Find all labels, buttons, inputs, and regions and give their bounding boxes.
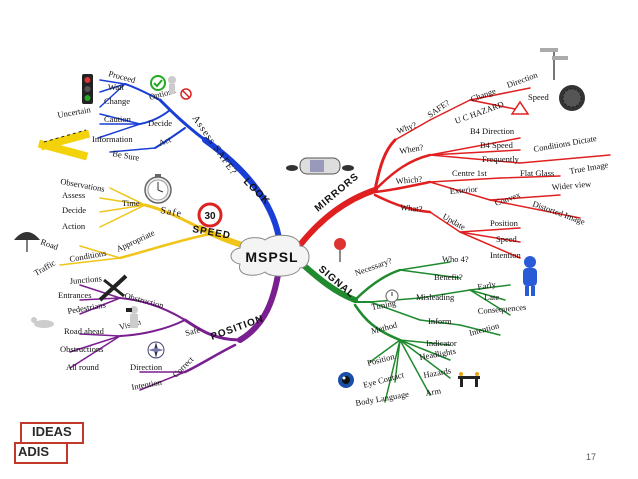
label-uncertain: Uncertain [57,104,92,120]
logo-bottom-text: ADIS [18,444,50,459]
signal-branch [297,259,511,403]
label-assess: Assess [62,190,85,200]
label-decide: Decide [62,205,86,215]
label-hazards: Hazards [423,365,452,380]
label-time: Time [122,198,140,208]
label-frequently: Frequently [482,154,520,164]
label-obstructions: Obstructions [60,344,103,354]
label-b4-direction: B4 Direction [470,126,515,136]
label-when: When? [399,142,425,156]
logo: IDEAS ADIS [14,418,100,468]
compass-icon [147,341,165,359]
eye-icon [338,372,354,388]
label-true-image: True Image [569,159,609,176]
thinking-figure-icon [523,256,537,296]
speed-dial-icon [559,85,585,111]
label-what: What? [400,202,423,214]
binoculars-figure-icon [126,306,138,328]
page-number: 17 [586,452,597,462]
label-centre-1st: Centre 1st [452,168,487,178]
label-action: Action [62,221,86,231]
label-direction-pos: Direction [130,362,163,372]
label-change: Change [104,96,130,106]
label-intention-m: Intention [490,250,521,260]
label-intention-s: Intention [468,320,501,338]
pedestrian-figure-icon [31,317,54,328]
hazard-triangle-icon [510,100,530,115]
label-junctions: Junctions [69,273,102,286]
label-body-language: Body Language [355,389,410,408]
label-act: Act [157,134,173,148]
label-indicator: Indicator [426,338,457,348]
label-be-sure: Be Sure [112,148,141,163]
label-position-m: Position [490,218,519,228]
label-arm: Arm [425,385,442,398]
label-exterior: Exterior [449,184,478,196]
assess-safe-label: Assess SAFE? [190,113,240,177]
label-wider-view: Wider view [551,179,592,192]
label-information: Information [92,134,133,144]
timing-clock-icon [385,289,399,303]
center-node: MSPSL [230,234,310,277]
label-misleading: Misleading [416,292,455,302]
stopwatch-icon [144,174,172,204]
label-eye-contact: Eye Contact [362,369,406,390]
label-position-s: Position [366,351,396,368]
umbrella-icon [14,232,40,252]
signpost-icon [540,48,568,80]
label-b4-speed: B4 Speed [480,140,514,150]
label-all-round: All round [66,362,100,372]
caution-tape-icon [37,129,91,161]
label-distorted-image: Distorted Image [531,198,586,226]
logo-top-text: IDEAS [32,424,72,439]
signal-pin-icon [334,238,346,262]
prohibited-icon [180,88,192,100]
check-person-icon [150,75,176,94]
center-title: MSPSL [245,249,298,265]
label-correct: Correct [170,354,196,380]
obstruction-arrow-icon [98,274,128,302]
label-obstruction: Obstruction [123,290,165,310]
label-road-ahead: Road ahead [64,326,105,336]
mirrors-branch [297,87,611,259]
label-safe-pos: Safe [184,324,201,338]
label-decide-top: Decide [148,118,172,128]
label-speed-u: Speed [496,234,518,244]
label-wait: Wait [108,82,124,92]
speed-limit-sign-icon: 30 [197,202,223,228]
label-intention-pos: Intention [131,377,164,392]
label-consequences: Consequences [477,302,526,316]
speed-limit-value: 30 [204,211,216,222]
label-who: Who 4? [442,254,469,264]
label-caution: Caution [104,114,132,124]
speed-safe-label: Safe [159,205,182,220]
label-inform: Inform [428,316,452,326]
label-headlights: Headlights [419,346,457,362]
label-speed-m: Speed [528,92,550,102]
label-road: Road [39,236,60,252]
label-late: Late [484,292,499,302]
label-uc-hazard: U C HAZARD [453,99,505,126]
label-pedestrians: Pedestrians [67,299,107,316]
car-mirrors-icon [286,157,354,175]
label-conditions-dictate: Conditions Dictate [533,133,598,154]
hazard-lights-icon [458,372,480,387]
label-traffic: Traffic [32,257,57,277]
look-label: LOOK [241,176,272,207]
traffic-light-icon [82,74,93,104]
label-benefit: Benefit? [434,272,463,282]
label-early: Early [477,279,498,292]
label-flat-glass: Flat Glass [520,168,554,178]
label-entrances: Entrances [58,290,92,300]
label-which: Which? [395,174,422,186]
look-branch [97,79,283,248]
label-direction-m: Direction [505,69,539,90]
